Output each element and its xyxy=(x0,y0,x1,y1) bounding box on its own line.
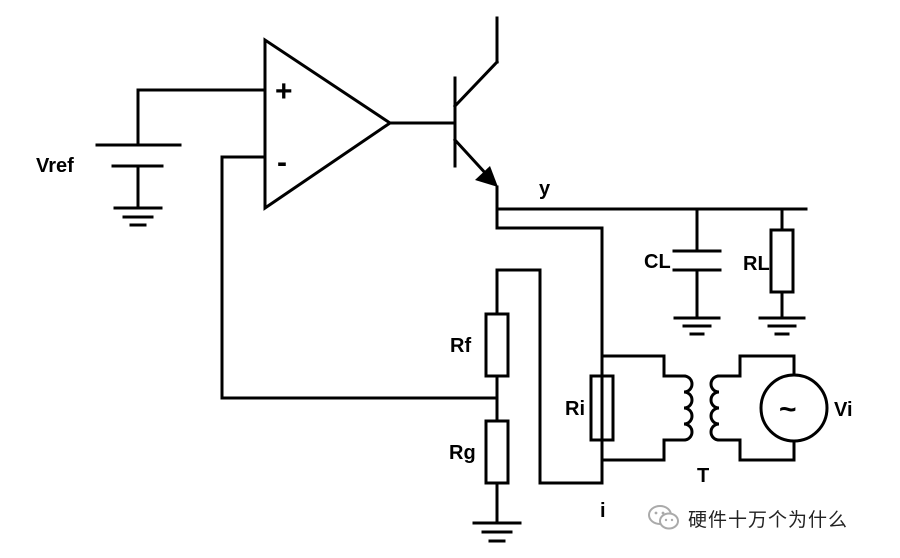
op-amp-plus-sign: + xyxy=(275,75,293,108)
wechat-icon xyxy=(648,505,679,530)
ground-symbol-vref xyxy=(113,206,163,227)
vref-label: Vref xyxy=(36,155,74,177)
vi-label: Vi xyxy=(834,399,853,421)
rf-label: Rf xyxy=(450,335,471,357)
op-amp-minus-sign: - xyxy=(277,146,287,179)
resistor-rf xyxy=(484,268,510,423)
ri-label: Ri xyxy=(565,398,585,420)
ac-source-vi xyxy=(759,373,829,443)
resistor-rg xyxy=(484,419,510,525)
ac-source-symbol: ~ xyxy=(779,393,797,426)
t-label: T xyxy=(697,465,709,487)
ground-symbol-rg xyxy=(472,521,522,543)
resistor-rl xyxy=(769,207,795,320)
ground-symbol-cl xyxy=(673,316,721,336)
feedback-wire xyxy=(220,155,499,400)
sense-loop-wire xyxy=(495,268,604,485)
op-amp xyxy=(263,37,393,211)
vref-battery xyxy=(95,88,267,210)
output-bus xyxy=(495,207,808,462)
watermark-text: 硬件十万个为什么 xyxy=(688,508,849,531)
transformer-t xyxy=(600,354,796,462)
watermark: 硬件十万个为什么 xyxy=(648,502,848,534)
npn-transistor xyxy=(388,16,500,230)
resistor-ri xyxy=(589,374,615,442)
emitter-arrow xyxy=(475,166,498,187)
ground-symbol-rl xyxy=(758,316,806,336)
cl-label: CL xyxy=(644,251,671,273)
rl-label: RL xyxy=(743,253,770,275)
y-label: y xyxy=(539,178,551,200)
capacitor-cl xyxy=(672,207,722,320)
i-label: i xyxy=(600,500,606,522)
rg-label: Rg xyxy=(449,442,476,464)
